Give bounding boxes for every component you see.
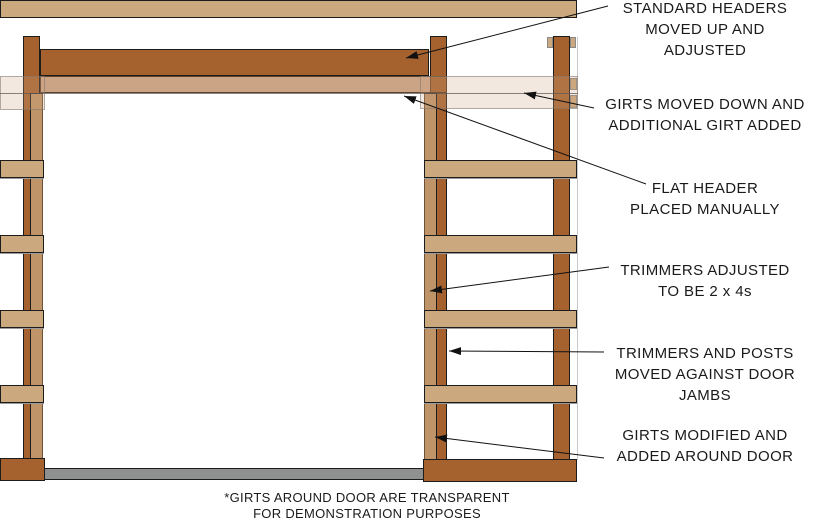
footnote-line: FOR DEMONSTRATION PURPOSES: [253, 505, 481, 521]
arrow-trimmers-posts: [448, 347, 605, 356]
callout-line: GIRTS MOVED DOWN AND: [605, 96, 805, 113]
callout-trimmers-adjusted: TRIMMERS ADJUSTED TO BE 2 x 4s: [593, 260, 817, 302]
girt-right-1: [424, 160, 577, 178]
top-plate: [0, 0, 577, 18]
girt-right-3: [424, 310, 577, 328]
girt-left-2: [0, 235, 44, 253]
callout-girts-modified: GIRTS MODIFIED AND ADDED AROUND DOOR: [593, 425, 817, 467]
door-threshold-floor: [44, 468, 424, 480]
right-post-top-block-right: [570, 37, 576, 48]
callout-line: TRIMMERS ADJUSTED: [620, 262, 790, 279]
callout-line: ADJUSTED: [663, 42, 747, 59]
arrow-trimmers-adjusted: [429, 266, 610, 294]
right-post-top-block-left: [547, 37, 553, 48]
callout-girts-moved: GIRTS MOVED DOWN AND ADDITIONAL GIRT ADD…: [593, 94, 817, 136]
right-door-trimmer: [424, 93, 437, 460]
callout-line: FLAT HEADER: [651, 180, 759, 197]
girt-left-1: [0, 160, 44, 178]
callout-line: STANDARD HEADERS: [622, 0, 788, 17]
girt-right-4: [424, 385, 577, 403]
girt-left-3: [0, 310, 44, 328]
callout-line: MOVED UP AND: [645, 21, 765, 38]
footnote: *GIRTS AROUND DOOR ARE TRANSPARENT FOR D…: [167, 490, 567, 521]
wall-right-edge: [577, 37, 578, 460]
callout-line: TO BE 2 x 4s: [658, 283, 752, 300]
footnote-line: *GIRTS AROUND DOOR ARE TRANSPARENT: [224, 490, 510, 505]
callout-flat-header: FLAT HEADER PLACED MANUALLY: [593, 178, 817, 220]
left-door-trimmer: [30, 93, 43, 460]
callout-line: TRIMMERS AND POSTS: [616, 345, 794, 362]
girt-right-2: [424, 235, 577, 253]
arrow-girts-modified: [434, 434, 605, 459]
callout-line: ADDED AROUND DOOR: [616, 448, 794, 465]
bottom-girt-left: [0, 458, 45, 481]
girt-end-tab-upper: [570, 78, 577, 90]
callout-line: ADDITIONAL GIRT ADDED: [608, 117, 802, 134]
callout-trimmers-posts: TRIMMERS AND POSTS MOVED AGAINST DOOR JA…: [593, 343, 817, 406]
girt-divider-line: [0, 93, 578, 94]
callout-line: GIRTS MODIFIED AND: [622, 427, 788, 444]
callout-line: PLACED MANUALLY: [630, 201, 780, 218]
flat-header-transparent: [40, 76, 447, 93]
callout-line: MOVED AGAINST DOOR: [614, 366, 796, 383]
girt-left-4: [0, 385, 44, 403]
bottom-sill-right: [423, 459, 577, 482]
callout-standard-headers: STANDARD HEADERS MOVED UP AND ADJUSTED: [593, 0, 817, 61]
callout-line: JAMBS: [678, 387, 731, 404]
standard-header: [40, 49, 429, 76]
